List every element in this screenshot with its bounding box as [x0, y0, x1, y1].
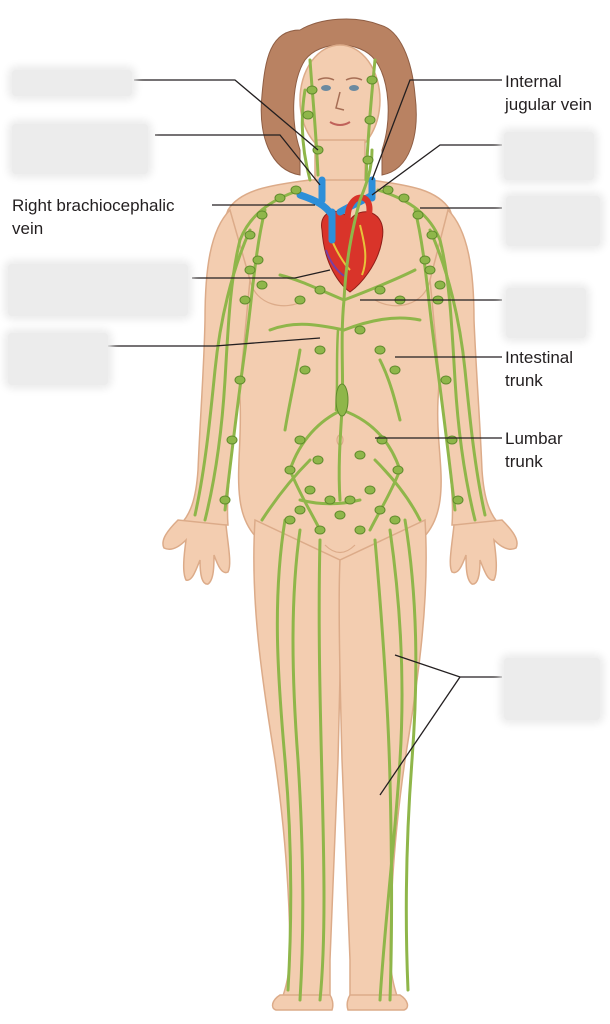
- lymph-node: [392, 465, 404, 475]
- great-veins: [296, 176, 376, 244]
- lymph-node: [426, 230, 438, 240]
- lymph-node: [256, 280, 268, 290]
- face-features: [317, 77, 363, 126]
- lymph-node: [294, 505, 306, 515]
- lymph-node: [374, 505, 386, 515]
- hidden-label-box-7: [506, 288, 586, 338]
- lymph-node: [219, 495, 231, 505]
- lymph-node: [374, 285, 386, 295]
- lymph-node: [382, 185, 394, 195]
- lymph-node: [334, 510, 346, 520]
- lymph-node: [302, 110, 314, 120]
- lymph-node: [362, 155, 374, 165]
- lymph-node: [294, 295, 306, 305]
- hidden-label-box-5: [504, 132, 594, 180]
- lymph-node: [412, 210, 424, 220]
- leader-line-5: [371, 144, 502, 196]
- lymph-node: [234, 375, 246, 385]
- lymph-node: [284, 515, 296, 525]
- lymph-node: [389, 515, 401, 525]
- lymph-node: [440, 375, 452, 385]
- lymph-node: [244, 265, 256, 275]
- lymph-node: [419, 255, 431, 265]
- hidden-label-box-8: [504, 658, 600, 720]
- leader-line-4: [108, 337, 321, 347]
- lymph-node: [354, 450, 366, 460]
- leader-lines: [108, 79, 502, 796]
- lymph-node: [389, 365, 401, 375]
- lymph-node: [364, 115, 376, 125]
- cisterna-chyli: [335, 383, 349, 417]
- lymph-node: [274, 193, 286, 203]
- lymph-node: [304, 485, 316, 495]
- lymph-node: [364, 485, 376, 495]
- lymph-node: [290, 185, 302, 195]
- lymph-node: [314, 285, 326, 295]
- lymph-node: [294, 435, 306, 445]
- body-silhouette: [162, 44, 518, 1011]
- hidden-label-box-4: [8, 333, 108, 385]
- hidden-label-box-1: [12, 70, 132, 96]
- label-lumbar-trunk: Lumbar trunk: [505, 429, 563, 471]
- lymph-node: [398, 193, 410, 203]
- leader-line-1: [134, 79, 319, 151]
- leader-line-internal-jugular: [371, 79, 502, 181]
- lymph-node: [314, 345, 326, 355]
- hidden-label-box-6: [506, 196, 600, 246]
- lymph-node: [239, 295, 251, 305]
- lymph-node: [354, 325, 366, 335]
- leader-line-2: [155, 134, 321, 186]
- hidden-label-box-3: [8, 264, 188, 316]
- lymph-node: [424, 265, 436, 275]
- label-intestinal-trunk: Intestinal trunk: [505, 348, 574, 390]
- lymph-node: [299, 365, 311, 375]
- lymph-node: [434, 280, 446, 290]
- aorta: [344, 194, 373, 228]
- heart-icon: [321, 210, 384, 293]
- label-internal-jugular-vein: Internal jugular vein: [505, 72, 592, 114]
- leader-line-3: [192, 269, 331, 279]
- lymph-node: [374, 345, 386, 355]
- lymph-node: [244, 230, 256, 240]
- lymph-node: [324, 495, 336, 505]
- label-right-brachiocephalic-vein: Right brachiocephalic vein: [12, 196, 175, 238]
- leader-line-8b: [379, 676, 461, 796]
- lymph-node: [446, 435, 458, 445]
- lymph-node: [452, 495, 464, 505]
- lymph-node: [256, 210, 268, 220]
- lymph-node: [366, 75, 378, 85]
- hidden-label-box-2: [12, 124, 148, 174]
- lymph-node: [354, 525, 366, 535]
- lymph-node: [226, 435, 238, 445]
- lymph-node: [252, 255, 264, 265]
- lymph-node: [376, 435, 388, 445]
- lymph-node: [312, 455, 324, 465]
- lymph-node: [306, 85, 318, 95]
- lymph-node: [314, 525, 326, 535]
- lymph-node: [344, 495, 356, 505]
- lymph-node: [284, 465, 296, 475]
